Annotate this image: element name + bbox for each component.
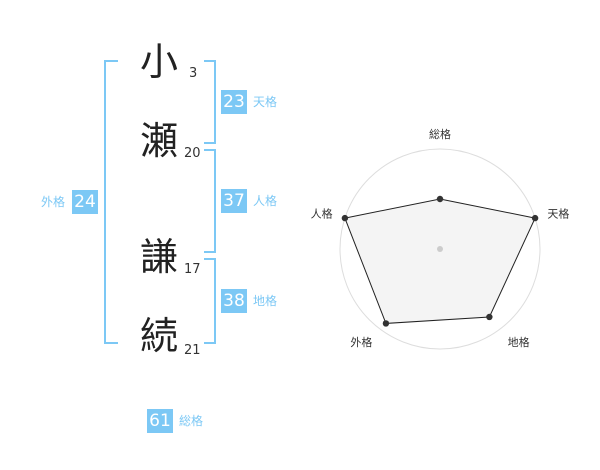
tenkaku-value: 23 <box>221 90 247 114</box>
tenkaku-label: 天格 <box>253 95 278 109</box>
radar-axis-label: 人格 <box>311 206 333 220</box>
radar-point <box>341 214 349 222</box>
radar-point <box>436 195 444 203</box>
jinkaku-bracket <box>204 149 216 253</box>
name-char-4: 続 <box>140 314 179 358</box>
name-char-3: 謙 <box>140 235 179 279</box>
stroke-count-1: 3 <box>189 66 198 81</box>
radar-shape <box>344 198 536 324</box>
jinkaku-label: 人格 <box>253 194 278 208</box>
gaikaku-bracket <box>104 60 118 344</box>
stroke-count-2: 20 <box>184 146 201 161</box>
radar-axis-label: 天格 <box>547 206 569 220</box>
gaikaku-value: 24 <box>72 190 98 214</box>
stroke-count-4: 21 <box>184 343 201 358</box>
radar-center-dot <box>437 246 443 252</box>
chikaku-label: 地格 <box>253 294 278 308</box>
name-char-2: 瀬 <box>140 119 179 163</box>
radar-point <box>531 214 539 222</box>
radar-axis-label: 外格 <box>350 335 372 349</box>
stroke-count-3: 17 <box>184 262 201 277</box>
soukaku-value: 61 <box>147 409 173 433</box>
gaikaku-label: 外格 <box>41 195 66 209</box>
radar-axis-label: 総格 <box>429 127 451 141</box>
soukaku-label: 総格 <box>179 414 204 428</box>
chikaku-bracket <box>204 258 216 344</box>
radar-axis-label: 地格 <box>508 335 530 349</box>
chikaku-value: 38 <box>221 289 247 313</box>
radar-point <box>486 313 493 321</box>
name-char-1: 小 <box>140 40 179 84</box>
radar-point <box>382 320 390 327</box>
tenkaku-bracket <box>204 60 216 144</box>
jinkaku-value: 37 <box>221 189 247 213</box>
